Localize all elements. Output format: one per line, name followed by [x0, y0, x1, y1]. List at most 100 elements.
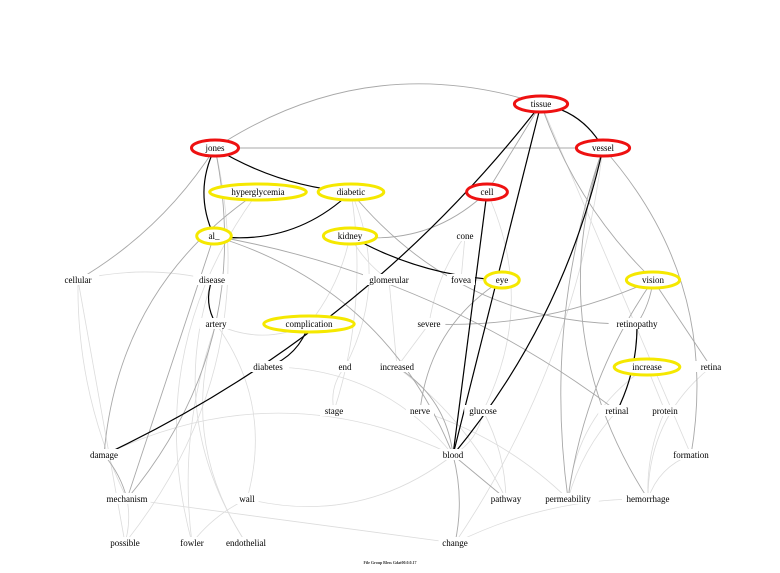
edge-al_-retinal	[213, 235, 618, 412]
node-vision[interactable]: vision	[624, 270, 682, 290]
node-label-background	[464, 405, 502, 416]
node-label: kidney	[338, 231, 363, 241]
node-wall[interactable]: wall	[235, 493, 259, 504]
node-fowler[interactable]: fowler	[175, 537, 209, 548]
node-ring	[208, 182, 308, 202]
node-eye[interactable]: eye	[483, 270, 521, 290]
edge-vessel-change	[454, 147, 604, 544]
node-hemorrhage[interactable]: hemorrhage	[622, 493, 674, 504]
node-kidney[interactable]: kidney	[321, 226, 379, 246]
node-glucose[interactable]: glucose	[464, 405, 502, 416]
edge-cellular-mechanism	[77, 279, 128, 500]
node-label-background	[694, 361, 728, 372]
node-stage[interactable]: stage	[320, 405, 348, 416]
node-increased[interactable]: increased	[373, 361, 421, 372]
node-protein[interactable]: protein	[646, 405, 684, 416]
node-cellular[interactable]: cellular	[56, 274, 100, 285]
edge-hyperglycemia-damage	[103, 191, 259, 456]
node-diabetes[interactable]: diabetes	[246, 361, 290, 372]
node-label: nerve	[410, 406, 430, 416]
node-ring	[512, 94, 570, 114]
node-label-background	[246, 361, 290, 372]
node-label: retinal	[606, 406, 629, 416]
node-nerve[interactable]: nerve	[406, 405, 434, 416]
node-endothelial[interactable]: endothelial	[217, 537, 275, 548]
node-pathway[interactable]: pathway	[487, 493, 525, 504]
edge-change-hemorrhage	[454, 498, 649, 544]
node-glomerular[interactable]: glomerular	[363, 274, 415, 285]
edge-wall-fowler	[191, 498, 248, 544]
node-disease[interactable]: disease	[193, 274, 231, 285]
node-label-background	[175, 537, 209, 548]
edge-glomerular-increased	[388, 279, 398, 368]
node-cell[interactable]: cell	[465, 182, 509, 202]
node-hyperglycemia[interactable]: hyperglycemia	[208, 182, 308, 202]
node-ring	[483, 270, 521, 290]
edge-kidney-complication	[308, 235, 351, 325]
node-permeability[interactable]: permeability	[537, 493, 599, 504]
node-label: disease	[199, 275, 225, 285]
node-retinal[interactable]: retinal	[598, 405, 636, 416]
node-complication[interactable]: complication	[262, 314, 356, 334]
node-blood[interactable]: blood	[439, 449, 467, 460]
node-label: diabetic	[337, 187, 366, 197]
edge-mechanism-change	[126, 498, 456, 544]
node-fovea[interactable]: fovea	[447, 274, 475, 285]
node-label-background	[598, 405, 636, 416]
node-label: artery	[206, 319, 227, 329]
edge-vessel-hemorrhage	[579, 147, 649, 500]
node-ring	[624, 270, 682, 290]
node-label-background	[406, 405, 434, 416]
node-retina[interactable]: retina	[694, 361, 728, 372]
edge-cone-severe	[428, 235, 466, 325]
node-end[interactable]: end	[335, 361, 355, 372]
node-label: cone	[457, 231, 474, 241]
footer-caption: File Group Bless Gdat00.0.0.17	[363, 560, 416, 565]
node-label: increased	[380, 362, 414, 372]
edge-blood-pathway	[452, 454, 507, 500]
edge-damage-blood	[103, 412, 454, 456]
node-label-background	[193, 274, 231, 285]
node-label-background	[622, 493, 674, 504]
node-label-background	[667, 449, 715, 460]
edge-disease-endothelial	[194, 279, 247, 544]
node-label: retina	[701, 362, 722, 372]
node-possible[interactable]: possible	[103, 537, 147, 548]
node-cone[interactable]: cone	[453, 230, 477, 241]
edge-artery-wall	[215, 323, 256, 500]
node-label: formation	[673, 450, 709, 460]
node-ring	[195, 226, 233, 246]
node-damage[interactable]: damage	[87, 449, 121, 460]
node-label-background	[217, 537, 275, 548]
node-label: vision	[642, 275, 665, 285]
edge-retinal-permeability	[567, 410, 618, 500]
node-retinopathy[interactable]: retinopathy	[608, 318, 666, 329]
edge-eye-nerve	[419, 279, 503, 412]
edge-vessel-formation	[602, 147, 698, 456]
node-label: complication	[286, 319, 333, 329]
edge-al_-mechanism	[126, 235, 215, 500]
node-mechanism[interactable]: mechanism	[103, 493, 151, 504]
node-label-background	[487, 493, 525, 504]
node-formation[interactable]: formation	[667, 449, 715, 460]
node-change[interactable]: change	[438, 537, 472, 548]
node-label: end	[339, 362, 352, 372]
node-tissue[interactable]: tissue	[512, 94, 570, 114]
node-vessel[interactable]: vessel	[574, 138, 632, 158]
node-ring	[321, 226, 379, 246]
node-label-background	[363, 274, 415, 285]
node-diabetic[interactable]: diabetic	[316, 182, 386, 202]
node-label: fovea	[451, 275, 471, 285]
node-label-background	[646, 405, 684, 416]
edge-cone-fovea	[460, 235, 466, 281]
node-jones[interactable]: jones	[190, 138, 240, 158]
node-al_[interactable]: al_	[195, 226, 233, 246]
node-artery[interactable]: artery	[199, 318, 233, 329]
node-severe[interactable]: severe	[412, 318, 446, 329]
node-label: cellular	[65, 275, 92, 285]
node-increase[interactable]: increase	[612, 357, 682, 377]
node-label-background	[103, 493, 151, 504]
edge-nerve-permeability	[419, 410, 569, 500]
node-label-background	[235, 493, 259, 504]
